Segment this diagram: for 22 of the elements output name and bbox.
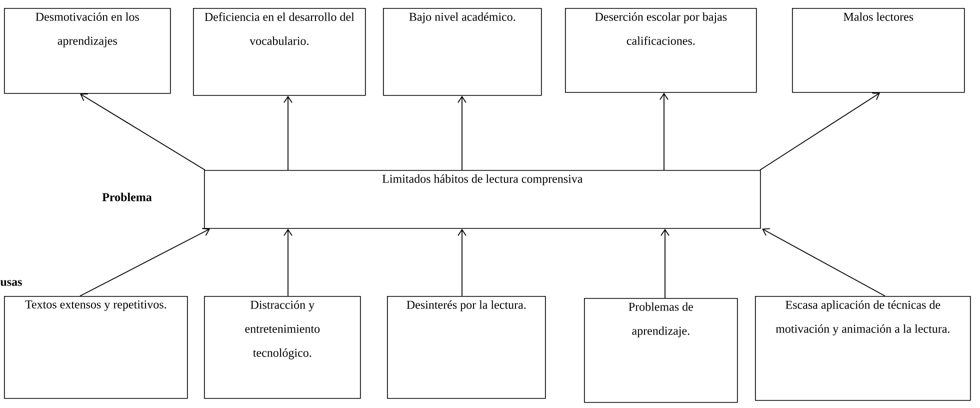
effect-box: Desmotivación en los aprendizajes xyxy=(4,8,171,94)
arrow xyxy=(660,228,670,298)
arrow xyxy=(760,92,880,170)
arrow xyxy=(284,228,292,296)
arrow xyxy=(458,228,466,296)
arrow xyxy=(762,228,886,296)
cause-box: Problemas de aprendizaje. xyxy=(584,298,738,403)
cause-box: Distracción y entretenimiento tecnológico. xyxy=(204,296,361,399)
arrow xyxy=(284,96,292,170)
arrow xyxy=(458,96,466,170)
effect-box: Malos lectores xyxy=(792,8,965,93)
effect-box: Deficiencia en el desarrollo del vocabulario. xyxy=(193,8,366,96)
problem-box: Limitados hábitos de lectura comprensiva xyxy=(204,170,761,229)
arrow xyxy=(80,93,206,170)
label: Problema xyxy=(102,192,152,202)
effect-box: Deserción escolar por bajas calificaciones. xyxy=(565,8,757,93)
arrow xyxy=(660,92,668,170)
effect-box: Bajo nivel académico. xyxy=(383,8,542,96)
cause-box: Textos extensos y repetitivos. xyxy=(4,296,188,399)
arrow xyxy=(80,228,210,296)
cause-box: Escasa aplicación de técnicas de motivación y animación a la lectura. xyxy=(755,296,971,401)
cause-box: Desinterés por la lectura. xyxy=(387,296,546,399)
